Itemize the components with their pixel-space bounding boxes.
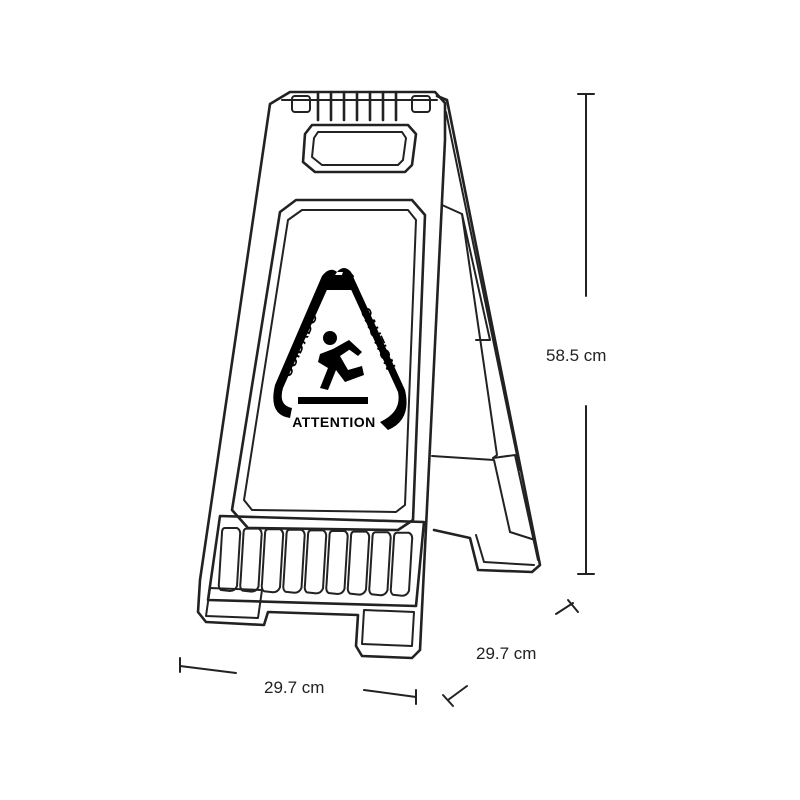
vent-slot bbox=[260, 528, 285, 594]
handle bbox=[291, 90, 431, 174]
width-label: 29.7 cm bbox=[264, 678, 324, 697]
vent-slot bbox=[239, 527, 263, 593]
vent-slot bbox=[325, 530, 349, 595]
sign-window bbox=[230, 198, 427, 532]
depth-label: 29.7 cm bbox=[476, 644, 536, 663]
width-dimension: 29.7 cm bbox=[179, 657, 417, 705]
rear-panel bbox=[431, 94, 542, 574]
vent-slot bbox=[217, 527, 242, 592]
height-label: 58.5 cm bbox=[546, 346, 606, 365]
feet bbox=[205, 587, 415, 647]
slipping-person-icon bbox=[318, 331, 364, 390]
vent-slot bbox=[389, 531, 414, 597]
vent-slot bbox=[282, 528, 306, 594]
bottom-vent-band bbox=[206, 514, 426, 608]
attention-text: ATTENTION bbox=[292, 414, 376, 430]
vent-slot bbox=[368, 531, 392, 597]
caution-triangle bbox=[273, 268, 407, 430]
floor-line bbox=[298, 397, 368, 404]
height-dimension: 58.5 cm bbox=[546, 93, 606, 575]
vent-slot bbox=[303, 529, 328, 595]
vent-slot bbox=[346, 530, 371, 596]
depth-dimension: 29.7 cm bbox=[442, 599, 579, 707]
